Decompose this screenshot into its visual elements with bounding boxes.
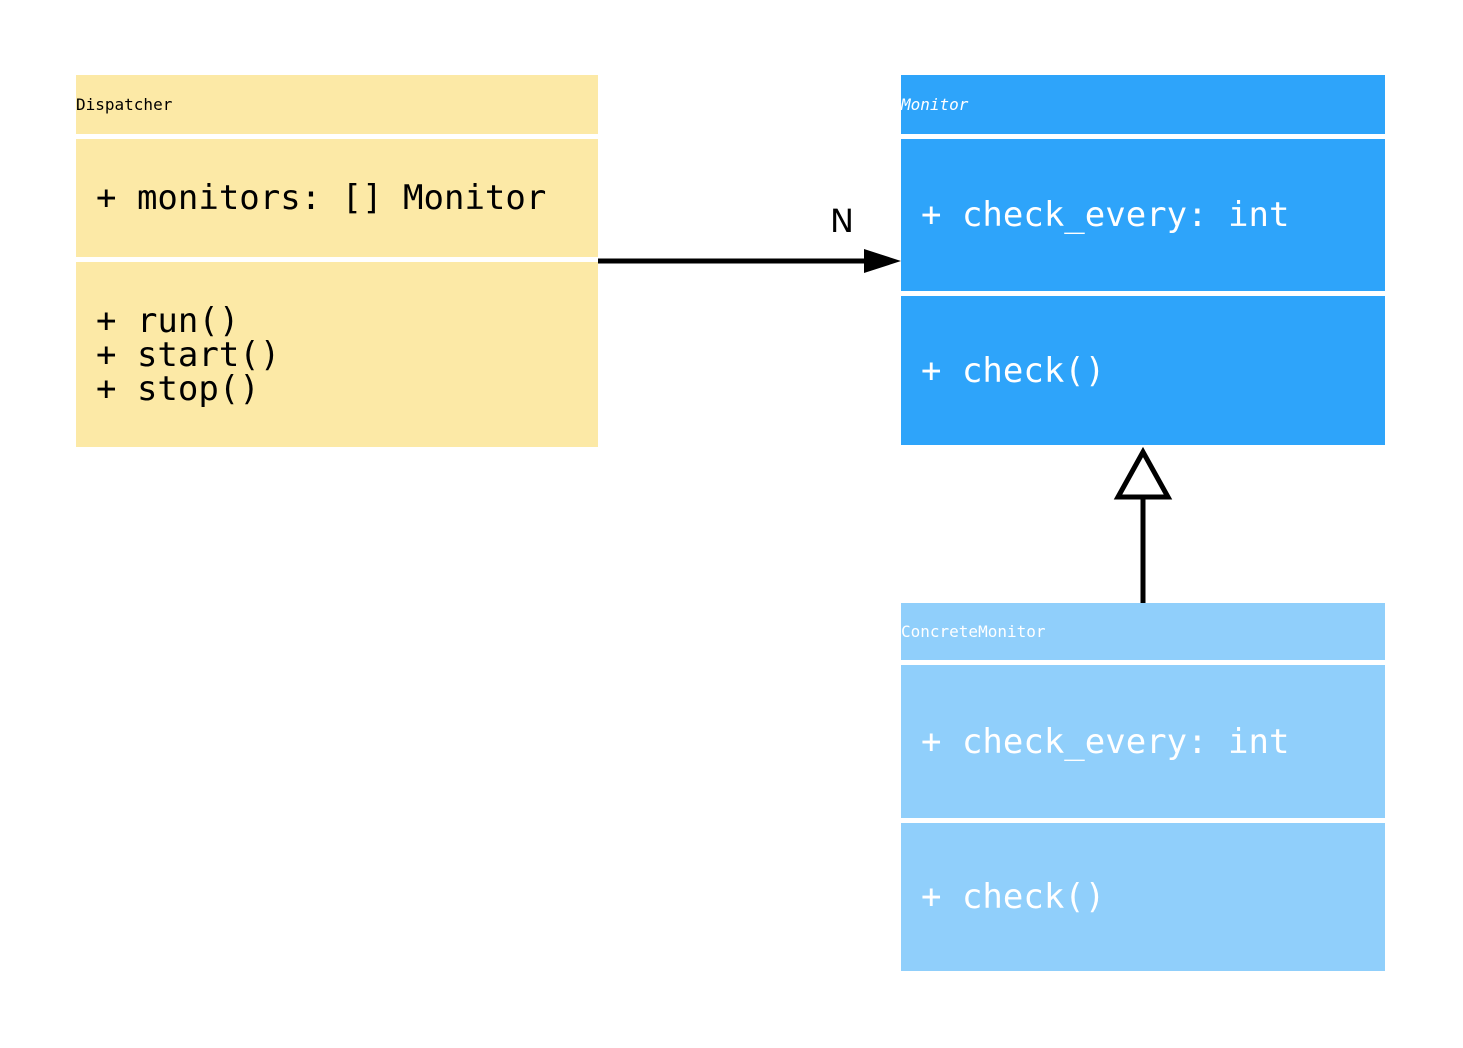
class-methods-section-dispatcher: + run() + start() + stop() <box>76 262 598 447</box>
inheritance-arrow-concrete-monitor-to-monitor <box>1113 446 1173 603</box>
method-line: + check() <box>921 350 1106 391</box>
class-methods-section-monitor: + check() <box>901 296 1385 445</box>
class-title-section-concrete-monitor: ConcreteMonitor <box>901 603 1385 660</box>
class-methods-section-concrete-monitor: + check() <box>901 823 1385 971</box>
class-title-section-dispatcher: Dispatcher <box>76 75 598 134</box>
class-box-dispatcher: Dispatcher + monitors: [] Monitor + run(… <box>76 75 598 447</box>
class-box-concrete-monitor: ConcreteMonitor + check_every: int + che… <box>901 603 1385 971</box>
inheritance-triangle-icon <box>1113 446 1173 500</box>
association-arrow-dispatcher-to-monitor <box>598 249 901 273</box>
class-title-monitor: Monitor <box>901 95 969 114</box>
association-arrowhead-icon <box>864 249 901 273</box>
attribute-line: + check_every: int <box>921 721 1290 762</box>
method-line: + run() <box>96 300 240 341</box>
class-title-section-monitor: Monitor <box>901 75 1385 134</box>
class-title-dispatcher: Dispatcher <box>76 95 173 114</box>
method-line: + check() <box>921 877 1106 917</box>
class-attributes-section-dispatcher: + monitors: [] Monitor <box>76 139 598 257</box>
attribute-line: + check_every: int <box>921 195 1290 235</box>
class-box-monitor: Monitor + check_every: int + check() <box>901 75 1385 445</box>
association-multiplicity-label: N <box>830 202 854 240</box>
class-title-concrete-monitor: ConcreteMonitor <box>901 622 1046 641</box>
class-attributes-section-monitor: + check_every: int <box>901 139 1385 291</box>
attribute-line: + monitors: [] Monitor <box>96 178 547 218</box>
method-line: + start() <box>96 334 281 375</box>
method-line: + stop() <box>96 368 260 409</box>
class-attributes-section-concrete-monitor: + check_every: int <box>901 665 1385 818</box>
